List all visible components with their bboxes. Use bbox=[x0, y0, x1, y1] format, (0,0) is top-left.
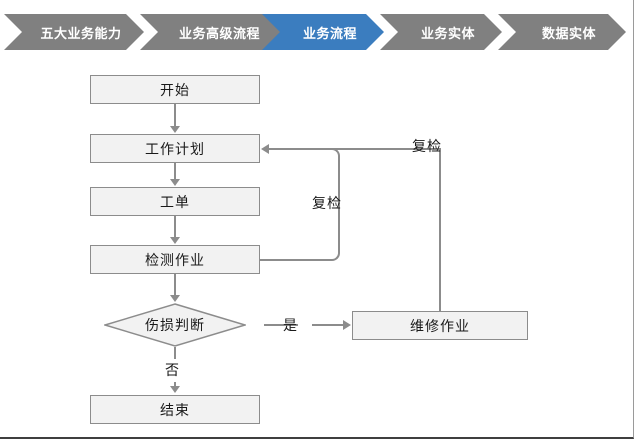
node-work-order[interactable]: 工单 bbox=[90, 187, 260, 216]
node-work-order-label: 工单 bbox=[160, 193, 190, 210]
node-work-plan[interactable]: 工作计划 bbox=[90, 134, 260, 163]
arrow-outer-recheck-to-work-plan bbox=[261, 144, 269, 154]
edge-label-recheck-inner: 复检 bbox=[312, 195, 342, 211]
arrow-work-order-to-inspection bbox=[170, 237, 180, 244]
breadcrumb-item-1[interactable]: 五大业务能力 bbox=[4, 14, 144, 50]
connector-work-plan-to-work-order bbox=[174, 163, 176, 180]
connector-outer-recheck-horizontal bbox=[268, 148, 440, 150]
elbow-inner-recheck-bottom bbox=[324, 247, 340, 261]
connector-outer-recheck-vertical bbox=[439, 148, 441, 312]
arrow-no-to-end bbox=[170, 386, 180, 393]
connector-no-to-end bbox=[174, 382, 176, 387]
node-decision-label: 伤损判断 bbox=[145, 317, 205, 333]
breadcrumb-item-3-label: 业务流程 bbox=[302, 25, 357, 41]
connector-start-to-work-plan bbox=[174, 104, 176, 127]
breadcrumb-item-2-label: 业务高级流程 bbox=[178, 25, 260, 41]
connector-work-order-to-inspection bbox=[174, 216, 176, 238]
breadcrumb-item-2[interactable]: 业务高级流程 bbox=[140, 14, 285, 50]
breadcrumb: 五大业务能力 业务高级流程 业务流程 业务实体 数据实体 bbox=[0, 14, 634, 50]
edge-label-yes: 是 bbox=[283, 317, 298, 333]
node-repair[interactable]: 维修作业 bbox=[352, 311, 528, 340]
connector-decision-to-end bbox=[174, 347, 176, 359]
connector-decision-to-yes bbox=[264, 324, 298, 326]
edge-label-recheck-outer: 复检 bbox=[412, 138, 442, 154]
connector-inner-recheck-vertical bbox=[338, 160, 340, 250]
edge-label-no: 否 bbox=[165, 362, 180, 378]
breadcrumb-item-3[interactable]: 业务流程 bbox=[262, 14, 384, 50]
node-end-label: 结束 bbox=[160, 401, 190, 418]
breadcrumb-item-4[interactable]: 业务实体 bbox=[380, 14, 502, 50]
node-inspection-label: 检测作业 bbox=[145, 251, 205, 268]
arrow-work-plan-to-work-order bbox=[170, 179, 180, 186]
node-decision[interactable]: 伤损判断 bbox=[104, 303, 246, 347]
node-start-label: 开始 bbox=[160, 81, 190, 98]
connector-yes-to-repair bbox=[312, 324, 344, 326]
breadcrumb-item-5-label: 数据实体 bbox=[541, 25, 596, 41]
node-work-plan-label: 工作计划 bbox=[145, 140, 205, 157]
node-inspection[interactable]: 检测作业 bbox=[90, 245, 260, 274]
node-start[interactable]: 开始 bbox=[90, 75, 260, 104]
node-repair-label: 维修作业 bbox=[410, 317, 470, 334]
breadcrumb-item-5[interactable]: 数据实体 bbox=[498, 14, 626, 50]
diamond-shape bbox=[104, 303, 246, 347]
node-end[interactable]: 结束 bbox=[90, 395, 260, 424]
connector-inner-recheck-from-inspection bbox=[260, 259, 332, 261]
arrow-inspection-to-decision bbox=[170, 295, 180, 302]
elbow-inner-recheck-top bbox=[324, 148, 340, 162]
arrow-yes-to-repair bbox=[343, 320, 351, 330]
breadcrumb-item-1-label: 五大业务能力 bbox=[40, 25, 122, 41]
breadcrumb-item-4-label: 业务实体 bbox=[420, 25, 475, 41]
connector-inspection-to-decision bbox=[174, 274, 176, 296]
arrow-start-to-work-plan bbox=[170, 126, 180, 133]
